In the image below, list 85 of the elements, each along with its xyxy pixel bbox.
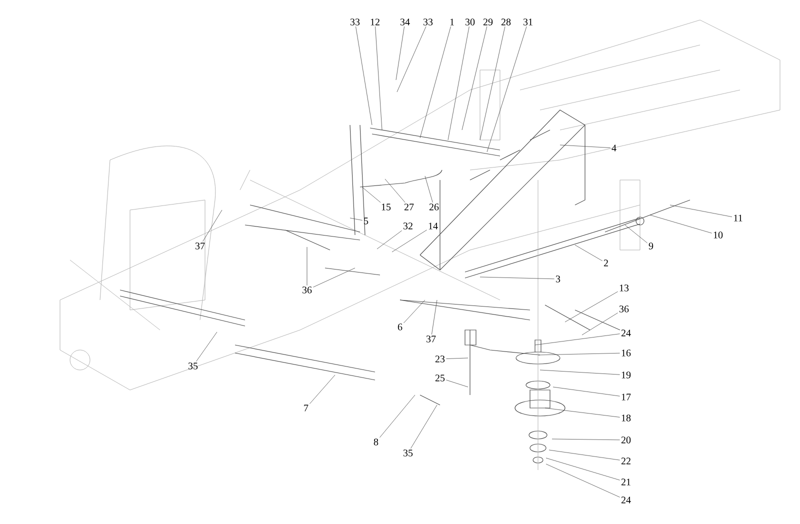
leader-line	[546, 464, 620, 498]
callout-number: 20	[621, 436, 631, 444]
leader-line	[380, 394, 416, 438]
callout-number: 13	[620, 284, 629, 292]
callout-number: 29	[483, 18, 493, 26]
leader-line	[540, 370, 620, 375]
callout-number: 34	[400, 18, 410, 26]
leader-line	[538, 352, 620, 356]
callout-number: 18	[622, 414, 631, 422]
leader-line	[446, 380, 468, 388]
leader-line	[462, 26, 488, 130]
leader-line	[574, 244, 602, 262]
leader-line	[404, 300, 426, 324]
callout-number: 27	[404, 204, 414, 210]
leader-line	[544, 408, 620, 418]
callout-number: 5	[364, 218, 368, 224]
callout-number: 24	[621, 330, 631, 336]
callout-number: 8	[374, 438, 378, 446]
leader-line	[446, 358, 468, 359]
leader-line	[196, 332, 218, 362]
leader-line	[410, 404, 438, 449]
leader-line	[432, 300, 438, 335]
callout-number: 16	[622, 350, 631, 356]
leader-line	[424, 176, 433, 203]
callout-number: 33	[350, 18, 360, 26]
leader-line	[564, 291, 618, 322]
callout-number: 30	[466, 18, 475, 26]
leader-line	[486, 26, 527, 152]
callout-number: 35	[188, 362, 198, 370]
callout-number: 14	[428, 222, 438, 230]
callout-number: 32	[404, 222, 412, 230]
callout-number: 2	[604, 260, 608, 266]
callout-number: 23	[435, 356, 445, 362]
callout-number: 9	[648, 242, 654, 250]
leader-line	[376, 230, 402, 250]
leader-line	[624, 224, 648, 244]
callout-number: 26	[429, 204, 439, 210]
callout-number: 31	[524, 18, 532, 26]
leader-line	[202, 210, 222, 242]
callout-number: 36	[302, 286, 312, 294]
callout-number: 25	[435, 374, 445, 382]
callout-number: 22	[621, 458, 630, 464]
leader-line	[420, 26, 451, 138]
leader-line	[650, 214, 712, 234]
leader-line	[448, 26, 470, 140]
leader-line	[670, 204, 732, 218]
leader-line	[548, 450, 620, 460]
callout-number: 1	[450, 18, 454, 26]
leader-line	[534, 334, 620, 346]
callout-number: 6	[398, 324, 402, 330]
callout-number: 35	[404, 450, 413, 456]
callout-number: 10	[714, 232, 723, 238]
leader-line	[392, 230, 427, 252]
leader-line	[350, 218, 362, 220]
leader-line	[396, 26, 404, 80]
leader-line	[310, 374, 336, 404]
leader-line	[313, 268, 356, 288]
callout-number: 4	[612, 144, 616, 152]
callout-number: 19	[622, 372, 631, 378]
leader-line	[480, 26, 506, 140]
leader-line	[375, 26, 382, 130]
callout-number: 37	[196, 242, 205, 250]
callout-number: 21	[621, 478, 630, 486]
leader-line	[546, 458, 620, 480]
leader-line	[356, 26, 372, 126]
callout-number: 15	[382, 204, 391, 210]
leader-line	[306, 246, 308, 286]
callout-number: 37	[426, 336, 436, 342]
leader-line	[582, 312, 618, 336]
leader-line	[384, 178, 406, 203]
callout-number: 36	[620, 306, 629, 312]
leader-line	[552, 438, 620, 440]
leader-line	[552, 386, 620, 396]
callout-number: 3	[556, 276, 560, 282]
callout-number: 12	[370, 18, 380, 26]
callout-number: 33	[424, 18, 433, 26]
callout-number: 28	[501, 18, 511, 26]
callout-number: 11	[734, 214, 742, 222]
callout-number: 7	[304, 404, 308, 412]
leader-line	[560, 144, 610, 148]
leader-line	[362, 186, 381, 203]
leader-line	[396, 26, 426, 92]
callout-number: 24	[621, 496, 631, 504]
callout-number: 17	[622, 394, 631, 400]
leader-line	[480, 276, 554, 280]
